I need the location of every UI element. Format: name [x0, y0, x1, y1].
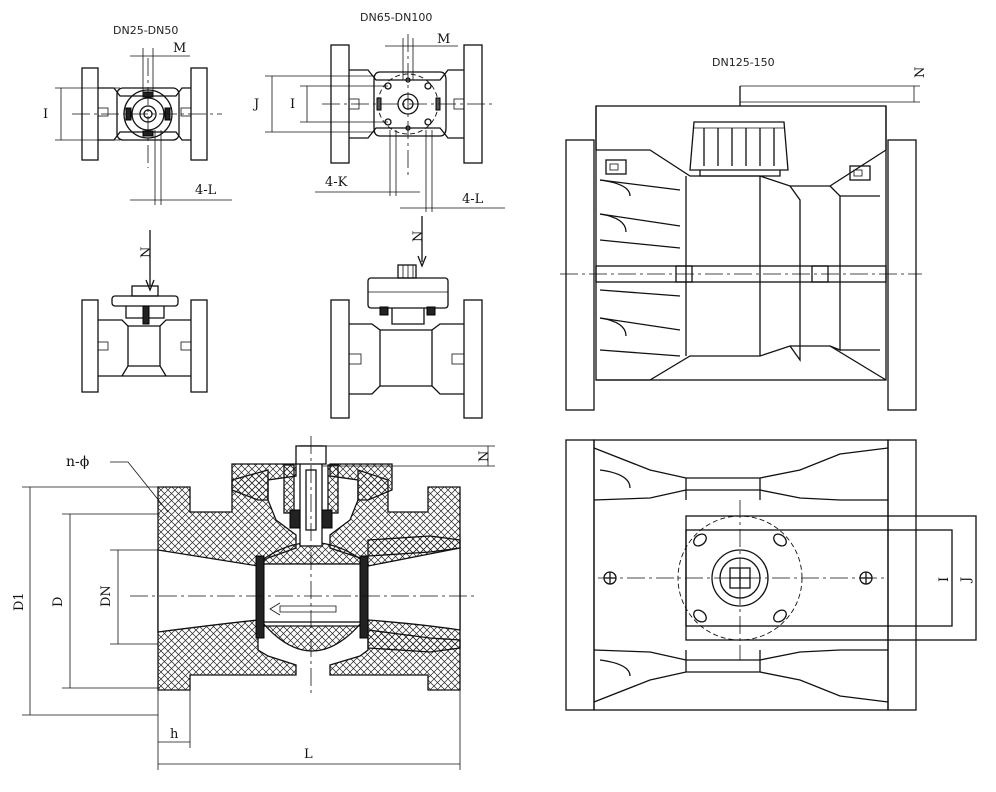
- label-4l-medium: 4-L: [462, 192, 484, 207]
- valve-section-view: N n-ϕ D1 D DN h L: [12, 436, 495, 770]
- label-j-medium: J: [252, 97, 259, 112]
- label-4k-medium: 4-K: [325, 175, 348, 190]
- label-h: h: [170, 727, 179, 742]
- title-large: DN125-150: [712, 56, 775, 69]
- label-m-small: M: [173, 41, 186, 56]
- label-dn: DN: [99, 585, 114, 607]
- small-valve-front-view: N: [81, 230, 208, 393]
- title-medium: DN65-DN100: [360, 11, 432, 24]
- label-j-large: J: [959, 577, 974, 584]
- label-n-large: N: [913, 67, 928, 78]
- label-m-medium: M: [437, 32, 450, 47]
- label-n-small: N: [139, 247, 154, 258]
- label-4l-small: 4-L: [195, 183, 217, 198]
- small-valve-top-view: DN25-DN50 M I 4-L: [43, 24, 232, 205]
- title-small: DN25-DN50: [113, 24, 178, 37]
- medium-valve-front-view: N: [330, 216, 483, 419]
- label-n-medium: N: [411, 231, 426, 242]
- label-i-small: I: [43, 107, 48, 122]
- label-n-section: N: [477, 451, 492, 462]
- label-l-section: L: [304, 747, 313, 762]
- medium-valve-top-view: DN65-DN100 M J I: [252, 11, 505, 212]
- label-d: D: [51, 597, 66, 607]
- label-i-medium: I: [290, 97, 295, 112]
- label-n-phi: n-ϕ: [66, 454, 89, 470]
- large-valve-front-view: DN125-150 N: [560, 56, 928, 411]
- label-d1: D1: [12, 592, 27, 611]
- label-i-large: I: [937, 577, 952, 582]
- large-valve-top-view: I J: [565, 439, 977, 711]
